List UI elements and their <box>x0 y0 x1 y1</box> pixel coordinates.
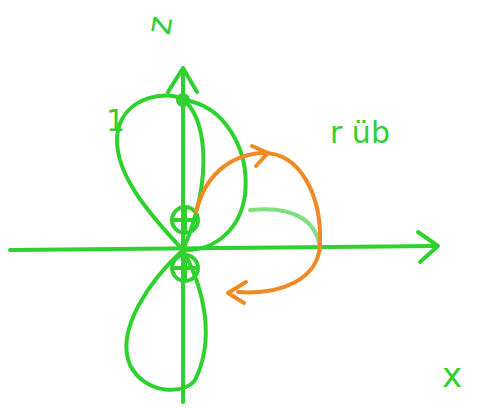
x-axis-arrowhead <box>418 232 438 262</box>
z-axis-arrowhead <box>168 68 197 92</box>
x-axis <box>10 246 436 250</box>
sign-mark <box>174 257 196 279</box>
z-axis <box>181 70 185 402</box>
rotation-arrowhead <box>252 146 268 166</box>
plus-sign-circle <box>172 207 198 233</box>
light-arc <box>250 209 320 250</box>
rotation-arrowhead <box>228 282 246 303</box>
top-dot <box>178 95 188 105</box>
axis-label: x <box>442 358 462 392</box>
lower-lobe <box>126 250 205 390</box>
sign-circle <box>172 255 198 281</box>
handwritten-note: r üb <box>330 118 390 148</box>
rotation-arrow <box>196 153 320 292</box>
lobe-number: 1 <box>106 106 125 136</box>
plus-sign <box>174 209 196 231</box>
upper-lobe <box>117 95 203 250</box>
axis-label: z <box>141 13 178 36</box>
